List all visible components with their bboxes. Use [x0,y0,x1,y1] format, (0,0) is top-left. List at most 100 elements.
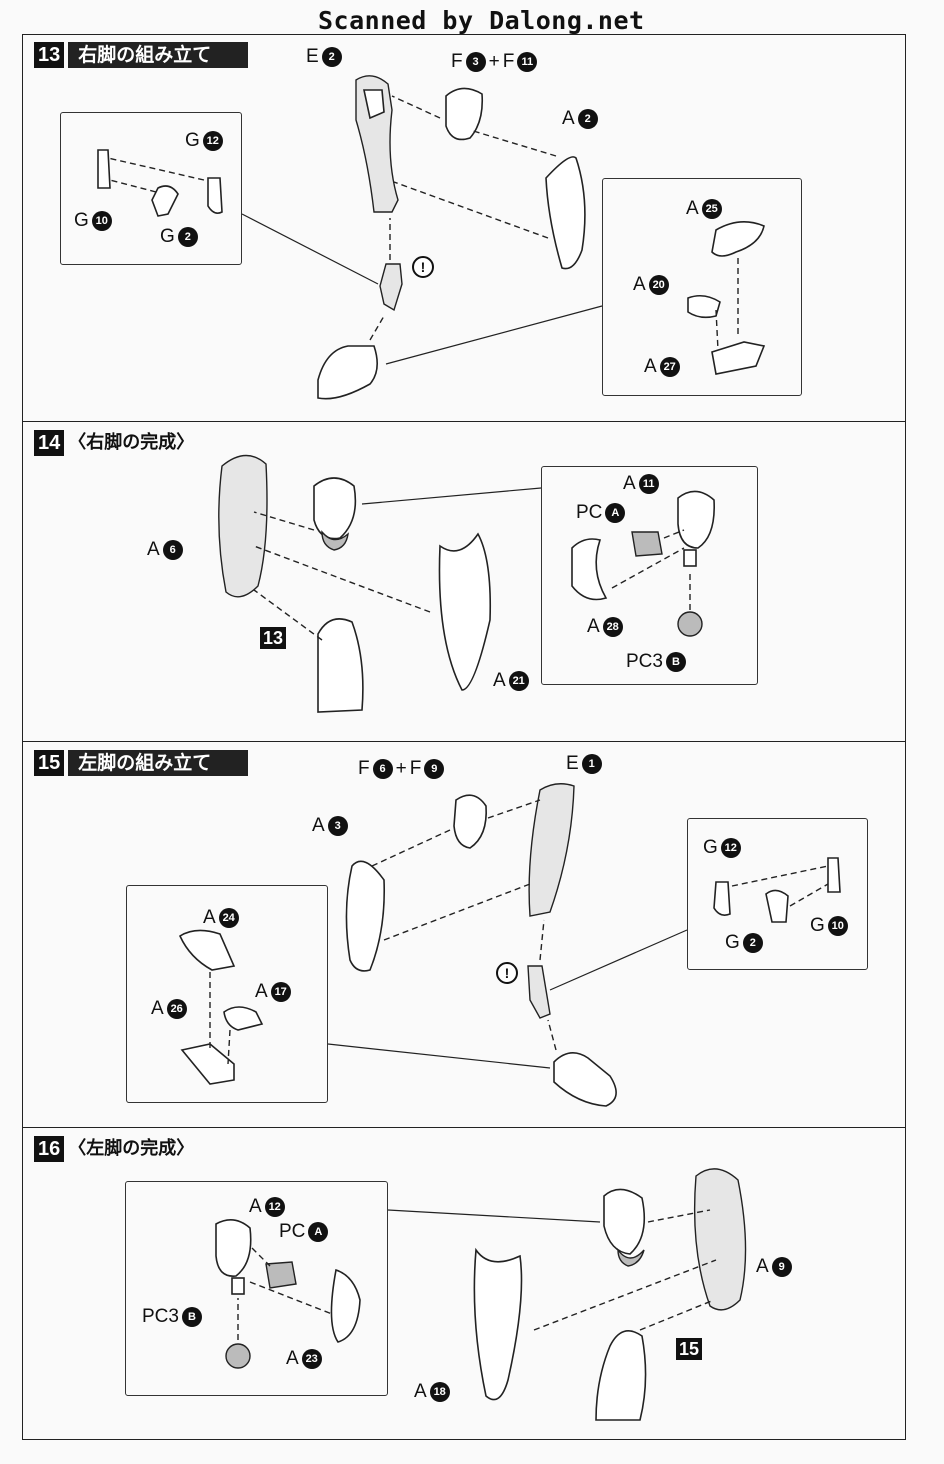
caution-icon: ! [412,256,434,278]
part-letter: A [312,815,325,836]
part-number-badge: 2 [577,109,598,129]
step-16-header: 16 〈左脚の完成〉 [34,1136,194,1162]
step-14-header: 14 〈右脚の完成〉 [34,430,194,456]
label-pc3-b-left: PC3 B [142,1306,202,1328]
step-title: 右脚の組み立て [68,42,249,68]
part-letter: A [644,356,657,377]
label-f3-f11: F 3 + F 11 [451,51,538,73]
label-a24: A 24 [203,907,239,929]
label-g10-left: G 10 [810,915,848,937]
part-number-badge: A [605,503,626,523]
step-15-header: 15 左脚の組み立て [34,750,249,776]
part-number-badge: 9 [424,759,445,779]
part-number-badge: 12 [202,131,223,151]
label-a23: A 23 [286,1348,322,1370]
label-f6-f9: F 6 + F 9 [358,758,445,780]
part-number-badge: 20 [648,275,669,295]
part-letter: A [151,998,164,1019]
scan-watermark: Scanned by Dalong.net [318,6,645,35]
part-number-badge: 10 [827,916,848,936]
step-number: 15 [34,750,65,776]
part-letter: PC [576,502,603,523]
part-letter: PC [279,1221,306,1242]
label-pc3-b: PC3 B [626,651,686,673]
part-number-badge: 9 [771,1257,792,1277]
part-number-badge: 2 [321,47,342,67]
part-number-badge: B [181,1307,202,1327]
label-a25: A 25 [686,198,722,220]
label-e1: E 1 [566,753,602,775]
step-13-knee-inset [60,112,242,265]
step-15-foot-inset [126,885,328,1103]
part-number-badge: B [665,652,686,672]
part-number-badge: A [308,1222,329,1242]
part-number-badge: 26 [166,999,187,1019]
label-a6: A 6 [147,539,183,561]
step-title: 左脚の組み立て [68,750,249,776]
label-a12: A 12 [249,1196,285,1218]
part-letter: A [587,616,600,637]
part-letter: A [414,1381,427,1402]
part-letter: A [147,539,160,560]
part-letter: A [203,907,216,928]
part-letter: A [249,1196,262,1217]
part-letter: F [502,51,515,72]
step-reference-13: 13 [260,627,287,649]
part-number-badge: 2 [177,227,198,247]
part-number-badge: 23 [301,1349,322,1369]
part-letter: F [409,758,422,779]
part-number-badge: 2 [742,933,763,953]
part-letter: G [185,130,200,151]
part-number-badge: 1 [581,754,602,774]
label-a11: A 11 [623,473,659,495]
label-a26: A 26 [151,998,187,1020]
label-a3: A 3 [312,815,348,837]
plus-sign: + [395,758,407,779]
caution-icon: ! [496,962,518,984]
label-a9: A 9 [756,1256,792,1278]
label-a20: A 20 [633,274,669,296]
part-letter: A [255,981,268,1002]
step-number: 13 [34,42,65,68]
part-letter: A [623,473,636,494]
step-15-knee-inset [687,818,868,970]
step-number: 14 [34,430,65,456]
label-pc-a: PC A [576,502,626,524]
step-13-panel: 13 右脚の組み立て [22,34,906,422]
part-number-badge: 21 [508,671,529,691]
part-letter: A [286,1348,299,1369]
part-letter: A [686,198,699,219]
label-a17: A 17 [255,981,291,1003]
step-16-parts [215,1168,747,1421]
part-number-badge: 3 [327,816,348,836]
step-title: 〈左脚の完成〉 [68,1138,195,1159]
part-number-badge: 17 [270,982,291,1002]
label-g2: G 2 [160,226,198,248]
part-letter: G [160,226,175,247]
part-letter: F [451,51,463,72]
label-pc-a-left: PC A [279,1221,329,1243]
manual-page-frame [22,34,906,1440]
step-14-parts [218,454,715,713]
part-letter: A [633,274,646,295]
part-letter: E [566,753,579,774]
part-letter: G [725,932,740,953]
label-a2: A 2 [562,108,598,130]
label-g12: G 12 [185,130,223,152]
step-title: 〈右脚の完成〉 [68,432,195,453]
step-15-panel: 15 左脚の組み立て [22,742,906,1128]
step-reference-15: 15 [676,1338,703,1360]
label-e2: E 2 [306,46,342,68]
step-16-panel: 16 〈左脚の完成〉 [22,1128,906,1440]
label-a28: A 28 [587,616,623,638]
label-g10: G 10 [74,210,112,232]
part-number-badge: 27 [659,357,680,377]
part-number-badge: 25 [701,199,722,219]
part-number-badge: 6 [162,540,183,560]
part-number-badge: 24 [218,908,239,928]
plus-sign: + [488,51,500,72]
label-a27: A 27 [644,356,680,378]
part-letter: G [74,210,89,231]
part-letter: A [493,670,506,691]
